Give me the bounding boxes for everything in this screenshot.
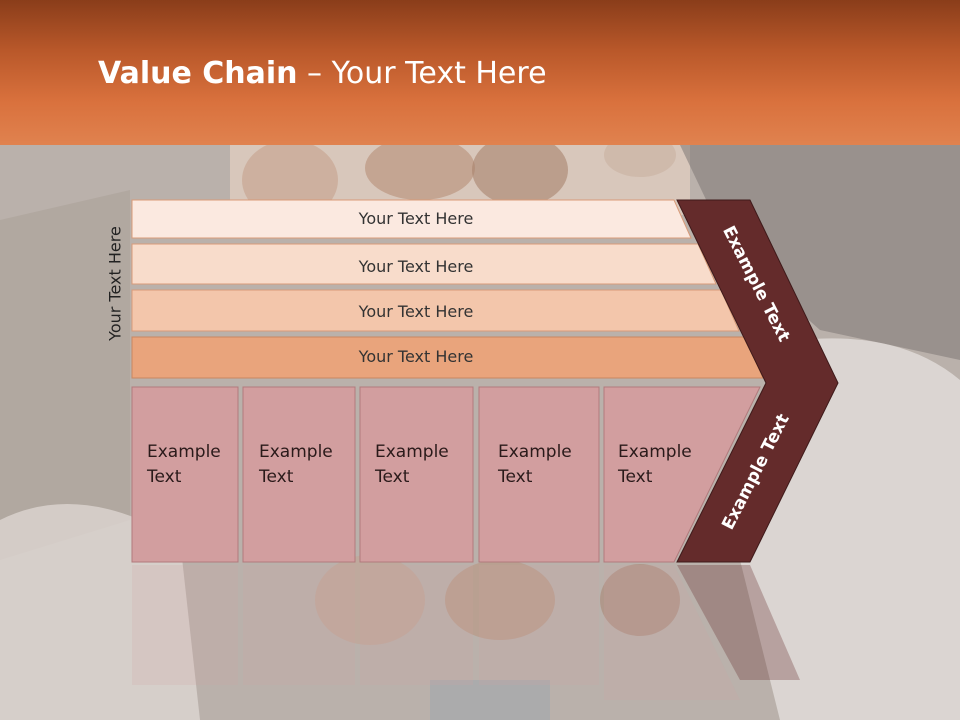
row-bar-2 xyxy=(131,243,717,285)
column-box-4 xyxy=(478,386,600,563)
row-bar-1 xyxy=(131,199,692,239)
row-label-1: Your Text Here xyxy=(358,209,474,228)
value-chevron xyxy=(676,199,839,563)
title-bold: Value Chain xyxy=(98,56,298,91)
title-bar: Value Chain – Your Text Here xyxy=(0,0,960,145)
column-box-2 xyxy=(242,386,356,563)
background-photo xyxy=(0,145,960,720)
side-axis-label: Your Text Here xyxy=(105,226,125,341)
row-bar-4 xyxy=(131,336,764,379)
title-rest: – Your Text Here xyxy=(297,56,547,91)
slide-title: Value Chain – Your Text Here xyxy=(98,56,547,91)
row-label-2: Your Text Here xyxy=(358,257,474,276)
row-bar-3 xyxy=(131,289,740,332)
column-box-1 xyxy=(131,386,239,563)
row-label-3: Your Text Here xyxy=(358,302,474,321)
column-box-3 xyxy=(359,386,474,563)
column-box-5 xyxy=(603,386,761,563)
row-label-4: Your Text Here xyxy=(358,347,474,366)
